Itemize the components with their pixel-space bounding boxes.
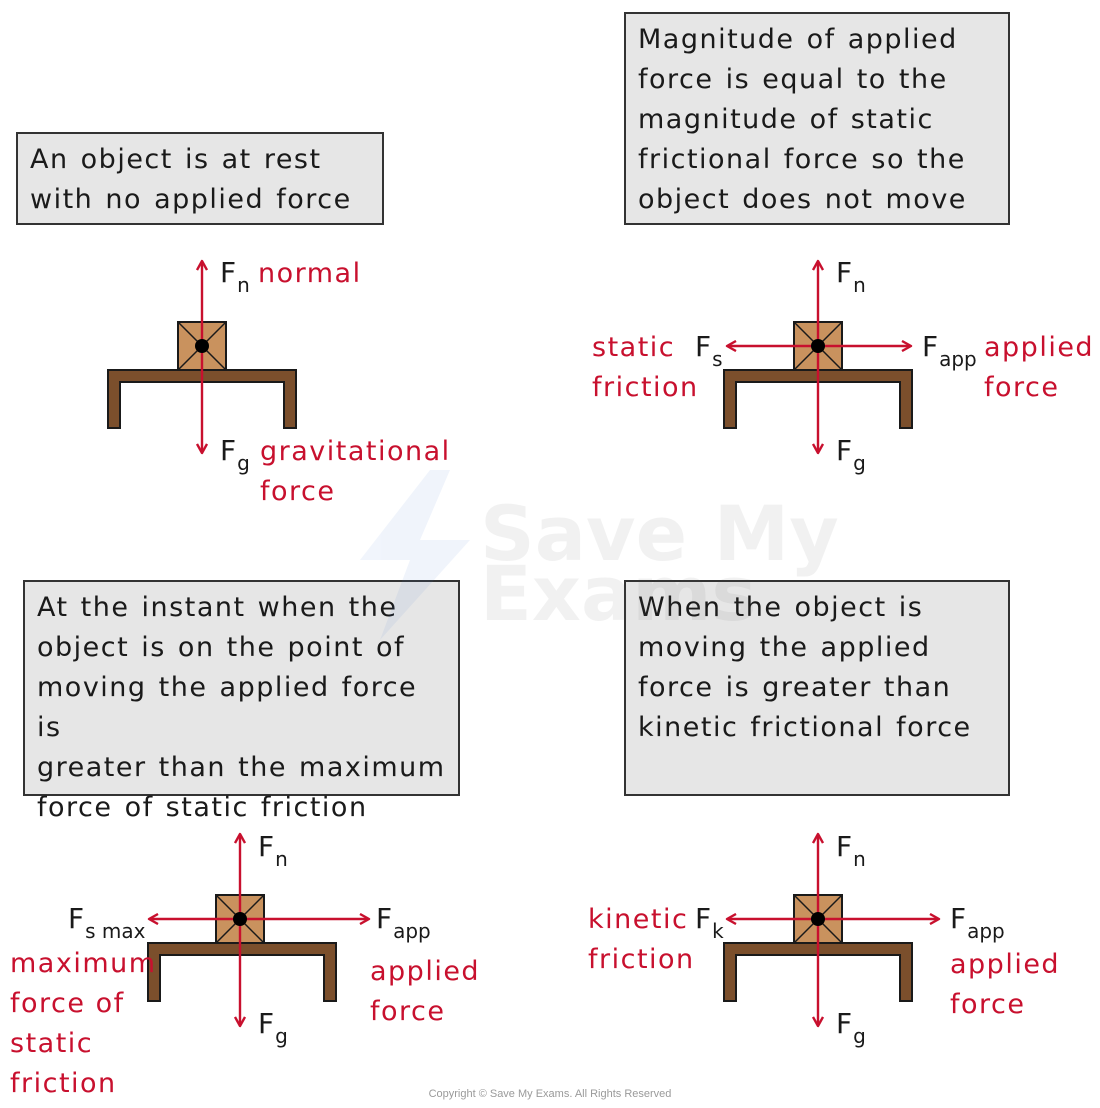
- table: [147, 942, 337, 1002]
- center-of-mass-dot: [811, 912, 825, 926]
- applied-force-symbol: Fapp: [922, 330, 977, 371]
- friction-force-symbol: Fs max: [68, 902, 146, 943]
- watermark-text-line2: Exams: [480, 549, 757, 638]
- gravity-force-symbol: Fg: [836, 434, 866, 475]
- friction-force-symbol: Fk: [695, 902, 724, 943]
- caption-panel-3: At the instant when the object is on the…: [23, 580, 460, 823]
- gravity-force-symbol: Fg: [258, 1007, 288, 1048]
- applied-force-symbol: Fapp: [376, 902, 431, 943]
- caption-panel-1: An object is at rest with no applied for…: [16, 132, 384, 225]
- normal-force-label: normal: [258, 258, 362, 289]
- center-of-mass-dot: [195, 339, 209, 353]
- copyright-notice: Copyright © Save My Exams. All Rights Re…: [428, 1088, 672, 1100]
- gravity-force-symbol: Fg: [220, 434, 250, 475]
- gravity-force-symbol: Fg: [836, 1007, 866, 1048]
- normal-force-symbol: Fn: [836, 830, 866, 871]
- center-of-mass-dot: [233, 912, 247, 926]
- caption-panel-4: When the object is moving the applied fo…: [624, 580, 1010, 796]
- watermark-bolt-icon: [360, 470, 470, 640]
- center-of-mass-dot: [811, 339, 825, 353]
- friction-force-symbol: Fs: [695, 330, 723, 371]
- normal-force-symbol: Fn: [258, 830, 288, 871]
- normal-force-symbol: Fn: [836, 256, 866, 297]
- applied-force-symbol: Fapp: [950, 902, 1005, 943]
- normal-force-symbol: Fn: [220, 256, 250, 297]
- caption-panel-2: Magnitude of applied force is equal to t…: [624, 12, 1010, 225]
- watermark: Save My Exams: [360, 470, 839, 640]
- watermark-text-line1: Save My: [480, 489, 839, 578]
